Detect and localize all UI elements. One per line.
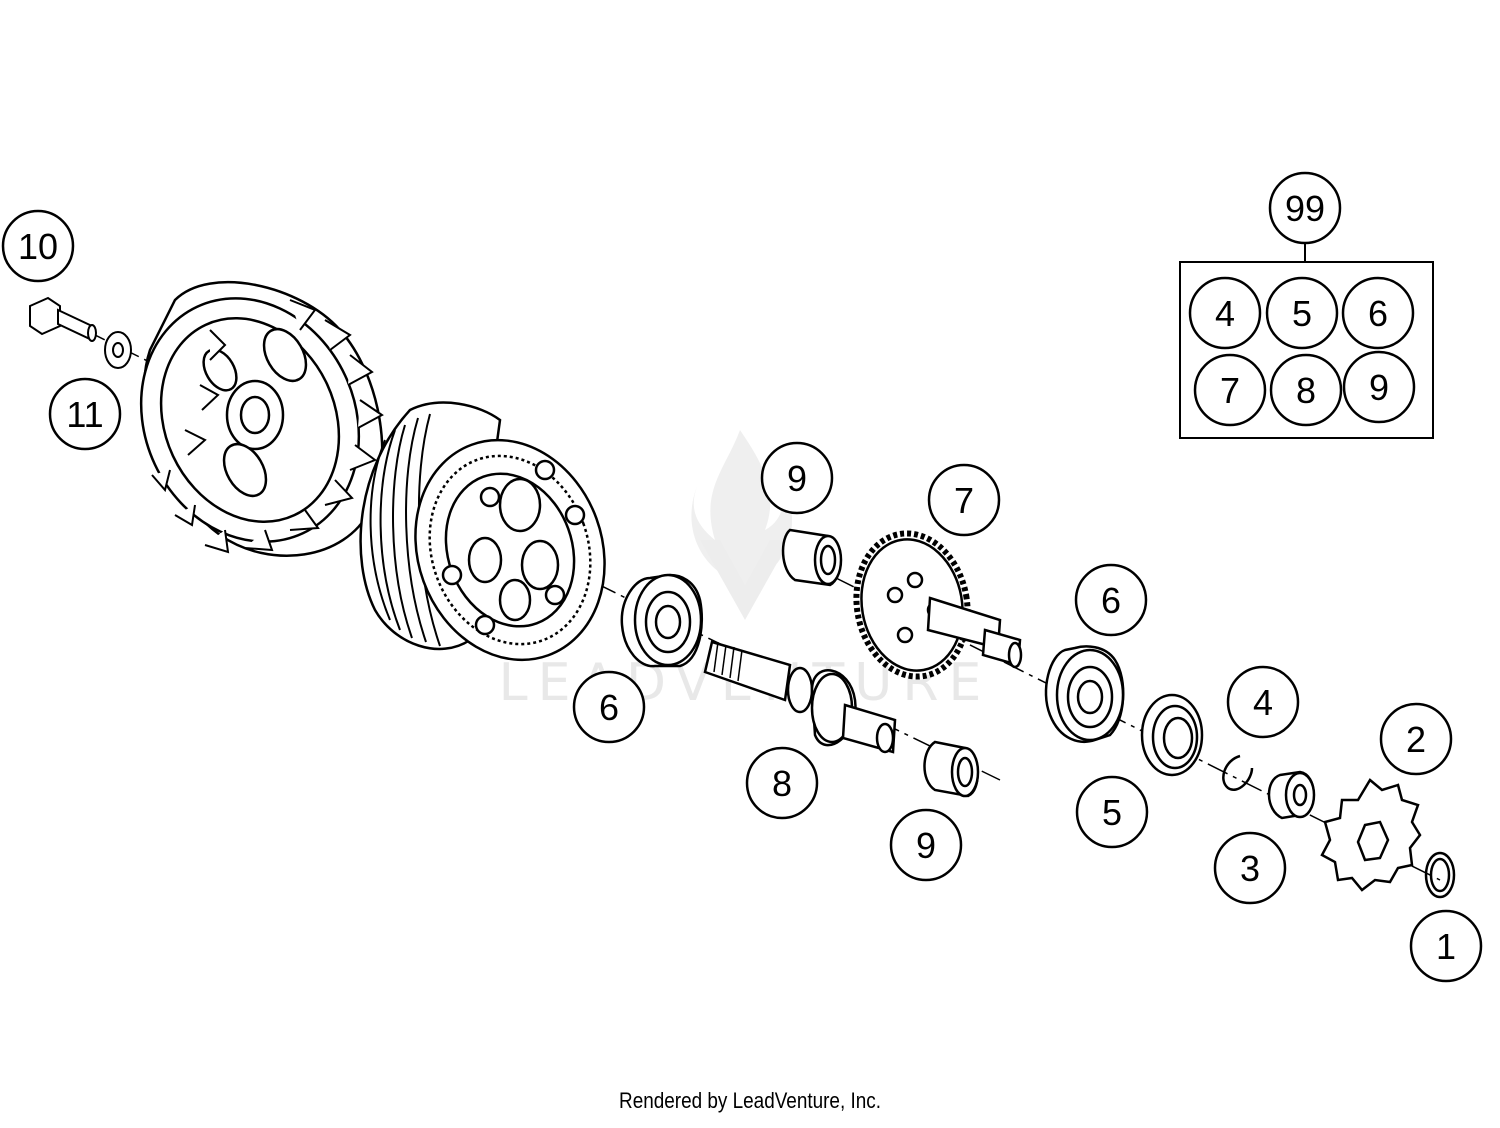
svg-text:6: 6 xyxy=(599,687,619,728)
svg-text:7: 7 xyxy=(1220,370,1240,411)
svg-text:4: 4 xyxy=(1215,293,1235,334)
part-6-bearing-left xyxy=(620,573,704,668)
part-5-seal xyxy=(1140,693,1204,777)
part-8-shaft xyxy=(703,640,897,754)
clutch-pack xyxy=(359,401,606,662)
kit-box xyxy=(1179,243,1434,439)
svg-text:3: 3 xyxy=(1240,848,1260,889)
callout-7[interactable]: 7 xyxy=(927,463,1001,537)
clutch-basket xyxy=(139,280,384,557)
kit-item-9[interactable]: 9 xyxy=(1342,350,1416,424)
part-3-spacer xyxy=(1267,770,1316,820)
svg-text:5: 5 xyxy=(1292,293,1312,334)
svg-text:6: 6 xyxy=(1368,293,1388,334)
svg-text:6: 6 xyxy=(1101,580,1121,621)
callout-1[interactable]: 1 xyxy=(1409,909,1483,983)
part-9-needle-bearing-lower xyxy=(923,740,980,798)
footer-credit: Rendered by LeadVenture, Inc. xyxy=(619,1088,881,1113)
part-10-bolt xyxy=(29,296,97,342)
svg-text:2: 2 xyxy=(1406,719,1426,760)
callout-6-left[interactable]: 6 xyxy=(572,670,646,744)
callout-5[interactable]: 5 xyxy=(1075,775,1149,849)
svg-text:7: 7 xyxy=(954,480,974,521)
kit-item-8[interactable]: 8 xyxy=(1269,353,1343,427)
kit-item-7[interactable]: 7 xyxy=(1193,353,1267,427)
svg-text:5: 5 xyxy=(1102,792,1122,833)
svg-text:9: 9 xyxy=(916,825,936,866)
part-4-circlip xyxy=(1222,754,1254,791)
svg-text:99: 99 xyxy=(1285,188,1325,229)
svg-text:4: 4 xyxy=(1253,682,1273,723)
svg-text:11: 11 xyxy=(66,394,103,435)
svg-text:8: 8 xyxy=(772,763,792,804)
callout-2[interactable]: 2 xyxy=(1379,702,1453,776)
svg-text:1: 1 xyxy=(1436,926,1456,967)
svg-text:8: 8 xyxy=(1296,370,1316,411)
kit-item-5[interactable]: 5 xyxy=(1265,276,1339,350)
callout-9-upper[interactable]: 9 xyxy=(760,441,834,515)
callout-10[interactable]: 10 xyxy=(1,209,75,283)
callout-4[interactable]: 4 xyxy=(1226,665,1300,739)
svg-text:9: 9 xyxy=(1369,367,1389,408)
callout-11[interactable]: 11 xyxy=(48,377,122,451)
part-1-snap-ring xyxy=(1424,851,1456,899)
part-2-sprocket xyxy=(1320,778,1422,892)
svg-text:10: 10 xyxy=(18,226,58,267)
kit-item-4[interactable]: 4 xyxy=(1188,276,1262,350)
part-9-needle-bearing-upper xyxy=(781,528,843,587)
kit-item-6[interactable]: 6 xyxy=(1341,276,1415,350)
callout-9-lower[interactable]: 9 xyxy=(889,808,963,882)
callout-6-right[interactable]: 6 xyxy=(1074,563,1148,637)
kit-frame xyxy=(1179,261,1434,439)
part-11-washer xyxy=(104,331,132,369)
callout-8[interactable]: 8 xyxy=(745,746,819,820)
callout-3[interactable]: 3 xyxy=(1213,831,1287,905)
part-6-bearing-right xyxy=(1044,645,1125,743)
part-7-gear-shaft xyxy=(853,530,1023,680)
callout-99[interactable]: 99 xyxy=(1268,171,1342,245)
svg-text:9: 9 xyxy=(787,458,807,499)
watermark-v-icon xyxy=(700,540,790,620)
